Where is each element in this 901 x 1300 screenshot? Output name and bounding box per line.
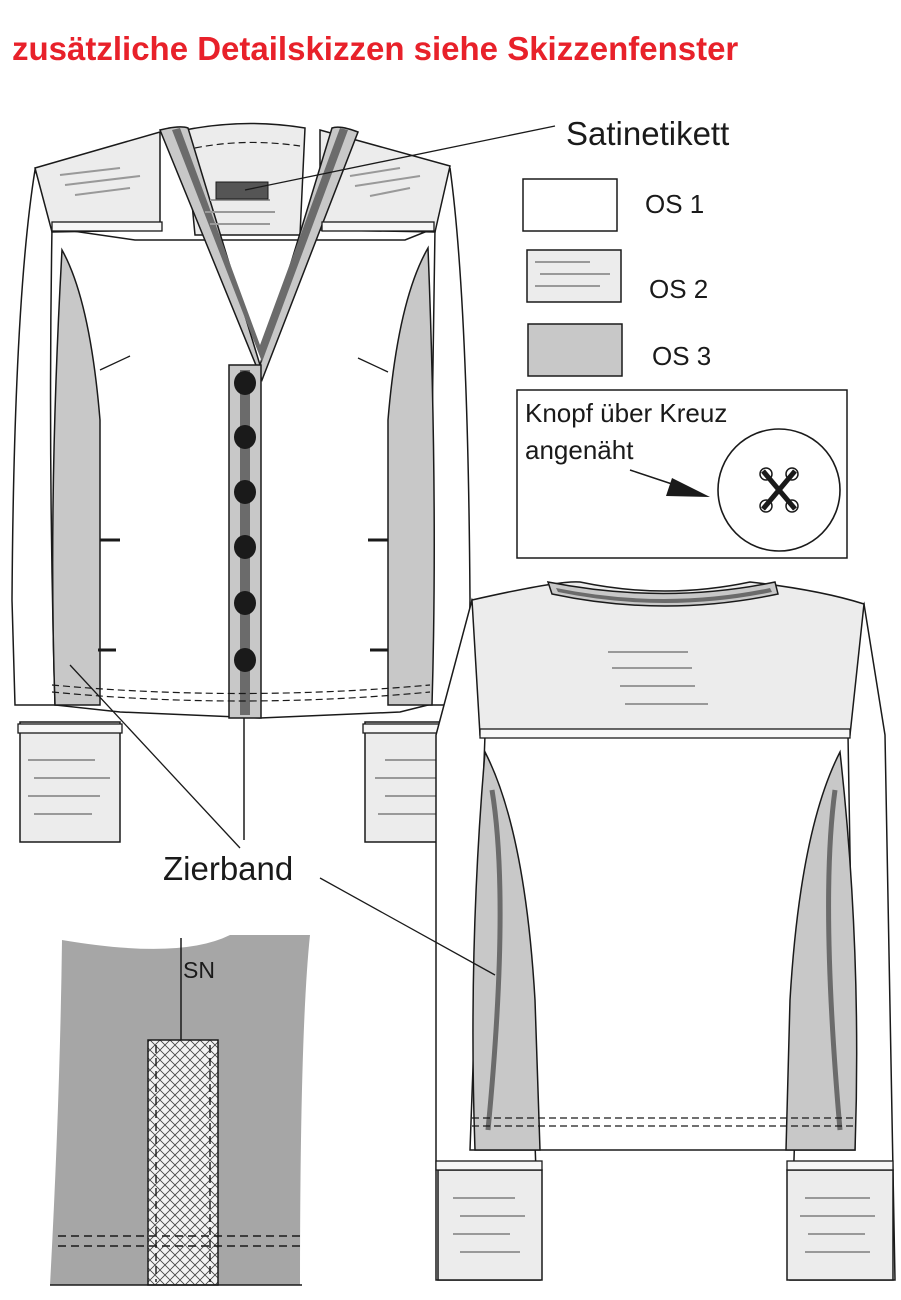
legend-swatch-os2 xyxy=(526,249,622,303)
front-left-cuff xyxy=(19,721,121,843)
arrow-icon xyxy=(666,478,710,497)
button-2 xyxy=(234,425,256,449)
legend-label-os3: OS 3 xyxy=(652,341,711,371)
legend: OS 1 OS 2 OS 3 xyxy=(522,178,711,377)
front-pocket-marks xyxy=(98,538,388,652)
satin-label-patch xyxy=(215,181,269,200)
front-stripe-marks xyxy=(28,167,455,815)
button-4 xyxy=(234,535,256,559)
button-1 xyxy=(234,371,256,395)
front-buttons xyxy=(234,371,256,672)
front-dart-marks xyxy=(99,355,389,373)
legend-label-os2: OS 2 xyxy=(649,274,708,304)
satinetikett-leader xyxy=(244,125,556,191)
detail-placket-zierband xyxy=(147,1039,219,1286)
legend-label-os1: OS 1 xyxy=(645,189,704,219)
back-left-side-panel xyxy=(472,749,541,1151)
button-5 xyxy=(234,591,256,615)
front-right-side-panel xyxy=(387,245,435,706)
button-6 xyxy=(234,648,256,672)
legend-swatch-os3 xyxy=(527,323,623,377)
back-zierband-trims xyxy=(435,728,894,1171)
front-stitching xyxy=(51,141,431,702)
back-right-cuff xyxy=(786,1169,894,1281)
placket-detail-sketch: SN xyxy=(50,935,310,1286)
legend-swatch-os1 xyxy=(522,178,618,232)
button-note-box: Knopf über Kreuz angenäht xyxy=(516,389,848,559)
back-cardigan-sketch xyxy=(435,581,896,1281)
back-zierband-stripes xyxy=(485,789,843,1131)
back-neck-stripe xyxy=(556,588,772,603)
page-title: zusätzliche Detailskizzen siehe Skizzenf… xyxy=(12,30,738,67)
button-note-line2: angenäht xyxy=(525,435,634,465)
zierband-leaders xyxy=(69,664,496,976)
button-3 xyxy=(234,480,256,504)
satinetikett-label: Satinetikett xyxy=(566,115,729,152)
back-stitching xyxy=(472,1117,855,1127)
back-stripe-marks xyxy=(453,651,875,1253)
front-left-side-panel xyxy=(51,247,101,706)
button-note-line1: Knopf über Kreuz xyxy=(525,398,727,428)
front-inner-neck xyxy=(184,122,306,236)
back-left-cuff xyxy=(437,1169,543,1281)
back-right-side-panel xyxy=(785,749,858,1151)
sn-label: SN xyxy=(183,957,215,983)
zierband-label: Zierband xyxy=(163,850,293,887)
